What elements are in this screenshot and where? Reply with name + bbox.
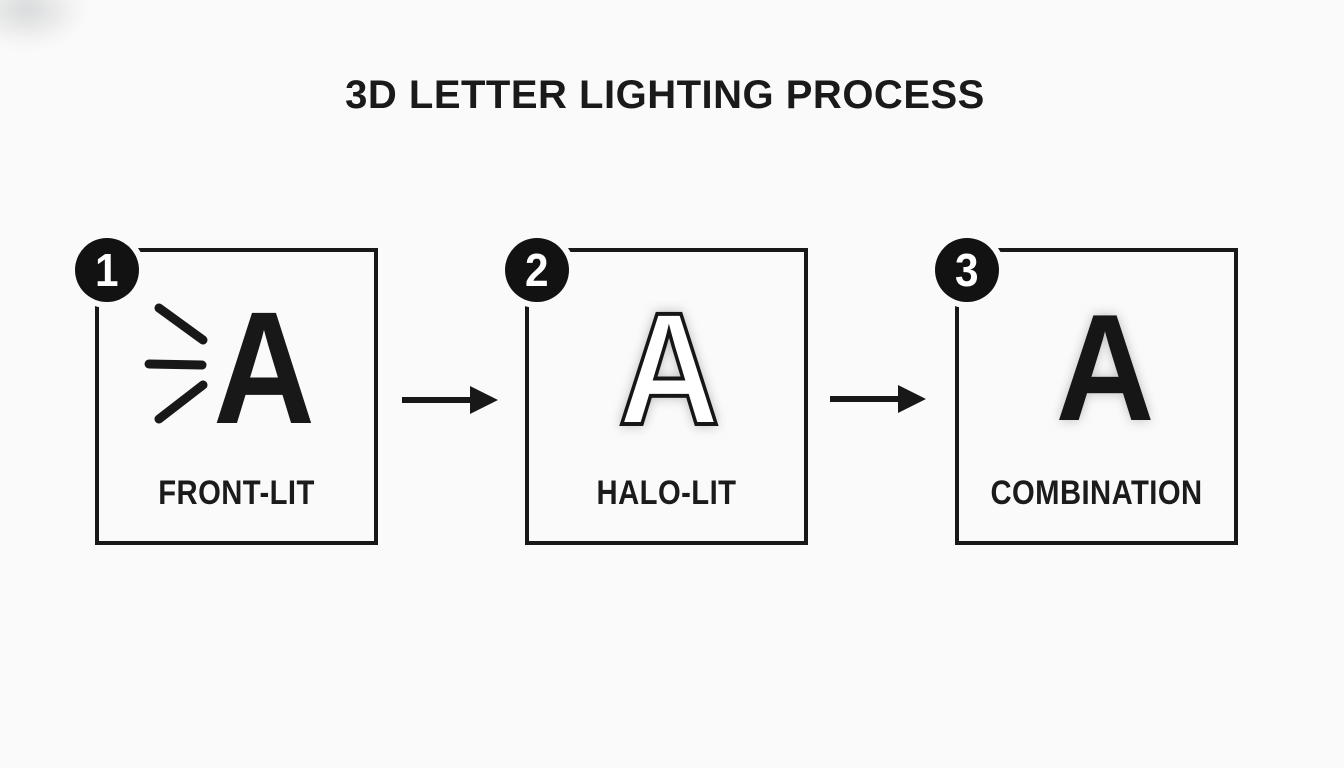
arrow-right-icon [402, 386, 498, 414]
front-lit-letter-art: A [144, 279, 315, 457]
step-2-number-badge: 2 [505, 238, 569, 302]
light-rays-icon [144, 303, 208, 424]
combination-letter-art: A [1056, 282, 1155, 452]
step-2-label: HALO-LIT [596, 474, 737, 512]
step-3-number-badge: 3 [935, 238, 999, 302]
halo-lit-letter-art: A [616, 278, 721, 460]
arrow-right-icon [830, 385, 926, 413]
page-title: 3D LETTER LIGHTING PROCESS [345, 73, 985, 117]
step-1-number-badge: 1 [75, 238, 139, 302]
halo-lit-letter: A [618, 280, 720, 458]
step-box-front-lit: 1 A FRONT-LIT [75, 238, 378, 545]
step-box-halo-lit: 2 A HALO-LIT [505, 238, 808, 545]
corner-smudge [0, 0, 86, 47]
front-lit-letter: A [213, 279, 315, 457]
combination-letter: A [1056, 282, 1155, 452]
step-3-label: COMBINATION [990, 474, 1203, 512]
step-2-number: 2 [525, 244, 549, 296]
step-1-number: 1 [95, 244, 119, 296]
step-1-label: FRONT-LIT [158, 474, 315, 512]
step-box-combination: 3 A COMBINATION [935, 238, 1238, 545]
step-3-number: 3 [955, 244, 979, 296]
